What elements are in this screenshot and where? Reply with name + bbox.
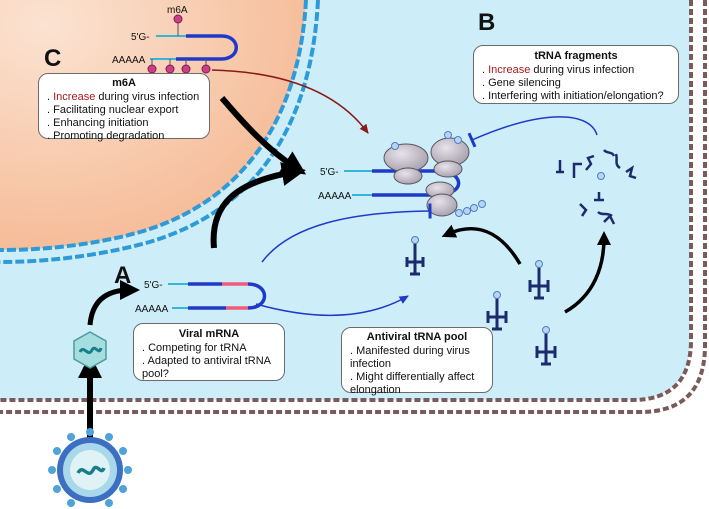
uncoating-arrow [87,280,140,326]
viral-mrna-polya-label: AAAAA [135,304,169,315]
trna-icon [535,326,557,366]
trna-cleavage-arrow [564,231,611,314]
m6a-box-bullet-3: . Enhancing initiation [47,117,149,129]
m6a-mark-icon [147,64,157,74]
translating-mrna-polya-label: AAAAA [318,191,352,202]
ribosome-icon [430,131,470,178]
panel-label-c: C [44,45,62,72]
viral-mrna: 5'G- AAAAA [135,280,267,315]
m6a-box-title: m6A [112,77,136,89]
trna-to-ribosome-arrow [441,224,522,265]
antiviral-pool-box-bullet-2: . Might differentially affect elongation [350,371,475,396]
cell-membrane-outer [0,0,707,414]
trna-fragments [556,149,637,225]
trna-icon [528,260,550,300]
trna-icon [405,236,425,276]
viral-mrna-inhibition [261,203,432,263]
m6a-mark-icon [181,64,191,74]
nuclear-membrane-inner [0,0,308,252]
ribosome-icon [383,142,429,185]
viral-mrna-to-trna-arrow [255,295,409,317]
viral-translation-arrow [210,162,306,249]
m6a-box-bullet-2: . Facilitating nuclear export [47,104,179,116]
ribosome-icon [425,181,486,217]
m6a-mark-icon [173,14,183,24]
export-arrow [219,96,307,175]
m6a-mark-icon [201,64,211,74]
m6a-label: m6A [167,5,188,16]
trna-fragments-box-bullet-1: . Increase during virus infection [482,64,635,76]
trna-fragment-inhibition [467,116,598,148]
panel-label-a: A [114,262,132,289]
cell-membrane-inner [0,0,693,402]
m6a-to-ribosome-arrow [211,69,369,134]
m6a-box-bullet-4: . Promoting degradation [47,130,165,142]
panel-label-b: B [478,9,496,36]
trna-icon [486,291,508,331]
m6a-box-bullet-1: . Increase during virus infection [47,91,200,103]
viral-mrna-box-title: Viral mRNA [178,328,240,340]
trna-fragments-box-bullet-2: . Gene silencing [482,77,561,89]
trna-fragments-increase-highlight: Increase [488,64,531,76]
m6a-increase-highlight: Increase [53,91,96,103]
nuclear-mrna: 5'G- AAAAA m6A [112,5,238,74]
antiviral-pool-box-title: Antiviral tRNA pool [366,331,468,343]
viral-mrna-box-bullet-2: . Adapted to antiviral tRNA pool? [142,355,271,380]
antiviral-pool-box-bullet-1: . Manifested during virus infection [350,345,470,370]
trna-fragments-box-bullet-3: . Interfering with initiation/elongation… [482,90,664,102]
translating-mrna-cap-label: 5'G- [320,167,339,178]
viral-mrna-info-box: Viral mRNA . Competing for tRNA . Adapte… [133,323,285,381]
viral-mrna-box-bullet-1: . Competing for tRNA [142,342,247,354]
antiviral-trna-pool-info-box: Antiviral tRNA pool . Manifested during … [341,327,493,396]
nuclear-membrane-outer [0,0,320,264]
viral-mrna-cap-label: 5'G- [144,280,163,291]
trna-fragments-box-title: tRNA fragments [534,50,618,62]
viral-genome-icon [73,331,107,369]
nuclear-mrna-polya-label: AAAAA [112,55,146,66]
m6a-info-box: m6A . Increase during virus infection . … [38,73,210,142]
trna-fragments-info-box: tRNA fragments . Increase during virus i… [473,45,679,104]
nuclear-mrna-cap-label: 5'G- [131,32,150,43]
m6a-mark-icon [165,64,175,74]
virus-particle-icon [48,428,132,507]
